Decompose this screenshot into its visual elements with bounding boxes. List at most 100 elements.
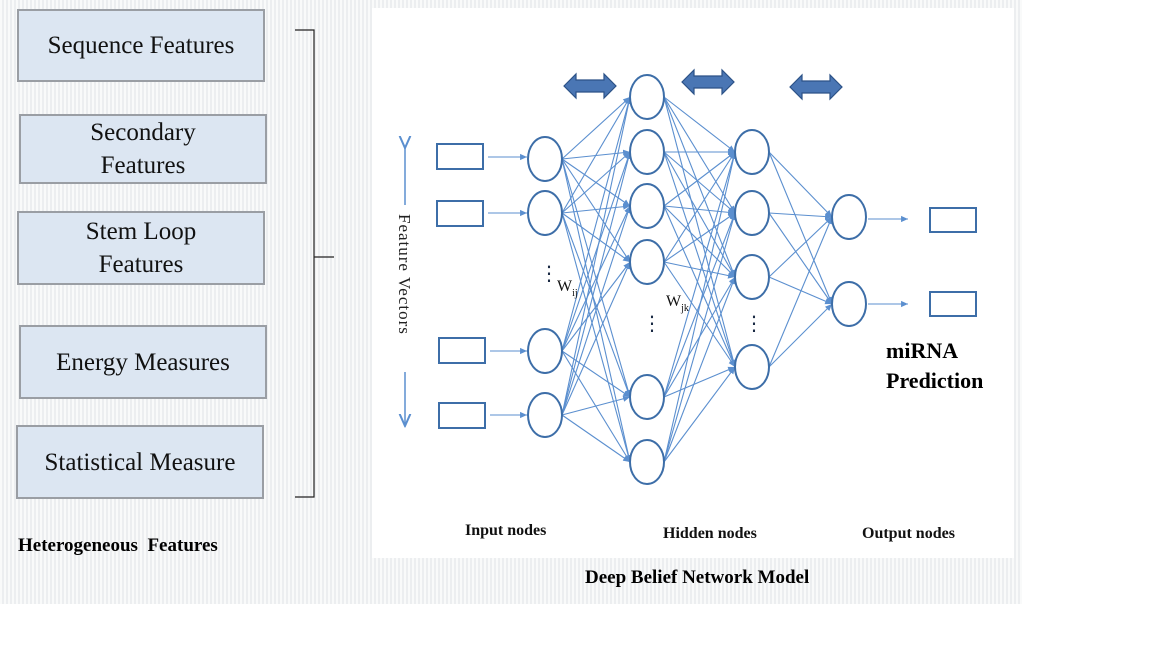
hidden2-node bbox=[734, 129, 770, 175]
hidden1-node bbox=[629, 74, 665, 120]
connection-edge bbox=[561, 261, 631, 416]
connection-edge bbox=[768, 303, 833, 368]
hidden-nodes-caption: Hidden nodes bbox=[663, 525, 757, 542]
connection-edge bbox=[663, 96, 736, 214]
weight-jk-label: Wjk bbox=[666, 293, 689, 314]
connection-edge bbox=[561, 96, 631, 160]
feature-box-sequence: Sequence Features bbox=[17, 9, 265, 82]
connection-edge bbox=[561, 205, 631, 416]
feature-vectors-axis: Feature Vectors bbox=[395, 148, 414, 426]
connection-edge bbox=[561, 151, 632, 416]
input-box bbox=[436, 200, 484, 227]
connection-edge bbox=[768, 216, 833, 368]
hidden1-node bbox=[629, 374, 665, 420]
connection-edge bbox=[561, 158, 631, 263]
network-edges bbox=[561, 96, 833, 463]
connection-edge bbox=[663, 151, 736, 368]
connection-edge bbox=[663, 261, 736, 368]
feature-box-energy: Energy Measures bbox=[19, 325, 267, 399]
input-ellipsis: ⋮ bbox=[539, 261, 559, 285]
hidden1-node bbox=[629, 129, 665, 175]
connection-edge bbox=[561, 414, 631, 463]
weight-ij-label: Wij bbox=[557, 278, 578, 299]
output-box bbox=[929, 207, 977, 233]
connection-edge bbox=[768, 212, 833, 220]
feature-box-secondary: Secondary Features bbox=[19, 114, 267, 184]
hidden2-node bbox=[734, 344, 770, 390]
connection-edge bbox=[561, 96, 632, 416]
connection-edge bbox=[561, 261, 631, 352]
connection-edge bbox=[768, 151, 833, 218]
feature-label: Sequence Features bbox=[47, 32, 235, 59]
network-nodes bbox=[527, 74, 867, 485]
connection-edge bbox=[561, 151, 631, 352]
input-box bbox=[438, 337, 486, 364]
output-nodes-caption: Output nodes bbox=[862, 525, 955, 542]
model-caption: Deep Belief Network Model bbox=[585, 567, 810, 588]
hidden2-node bbox=[734, 254, 770, 300]
feature-box-statistical: Statistical Measure bbox=[16, 425, 264, 499]
output-node bbox=[831, 194, 867, 240]
double-arrow-icon bbox=[789, 73, 843, 101]
connection-edge bbox=[663, 205, 736, 216]
double-arrow-icon bbox=[681, 68, 735, 96]
hidden1-node bbox=[629, 439, 665, 485]
connection-edge bbox=[561, 96, 631, 214]
connection-edge bbox=[663, 96, 736, 278]
grouping-bracket bbox=[295, 29, 334, 498]
hidden2-node bbox=[734, 190, 770, 236]
connection-edge bbox=[663, 151, 736, 263]
output-box bbox=[929, 291, 977, 317]
axis-label: Feature Vectors bbox=[395, 214, 414, 335]
connection-edge bbox=[561, 212, 631, 263]
feature-label: Stem Loop Features bbox=[85, 218, 197, 278]
connection-edge bbox=[561, 203, 631, 214]
connection-edge bbox=[663, 276, 736, 463]
heterogeneous-features-caption: Heterogeneous Features bbox=[18, 535, 218, 556]
connection-edge bbox=[768, 276, 833, 305]
output-arrows bbox=[868, 215, 908, 308]
connection-edge bbox=[663, 151, 737, 398]
prediction-label: miRNA Prediction bbox=[886, 336, 983, 396]
input-node bbox=[527, 190, 563, 236]
connection-edge bbox=[768, 216, 833, 278]
output-vectors bbox=[929, 207, 977, 317]
double-arrows bbox=[563, 68, 843, 101]
connection-edge bbox=[663, 151, 736, 207]
connection-edge bbox=[663, 151, 737, 463]
input-node bbox=[527, 328, 563, 374]
hidden1-ellipsis: ⋮ bbox=[642, 311, 662, 335]
connection-edge bbox=[561, 96, 632, 352]
connection-edge bbox=[663, 96, 737, 368]
input-nodes-caption: Input nodes bbox=[465, 522, 546, 539]
connection-edge bbox=[663, 366, 736, 463]
feature-label: Secondary Features bbox=[90, 119, 196, 179]
hidden1-node bbox=[629, 183, 665, 229]
connection-edge bbox=[561, 350, 631, 398]
connection-edge bbox=[768, 151, 833, 305]
hidden2-ellipsis: ⋮ bbox=[744, 311, 764, 335]
connection-edge bbox=[561, 212, 631, 398]
input-arrows bbox=[488, 153, 527, 419]
prediction-line-1: miRNA bbox=[886, 338, 959, 363]
connection-edge bbox=[663, 96, 736, 153]
input-box bbox=[438, 402, 486, 429]
dbn-diagram: Feature Vectors ⋮ ⋮ ⋮ Wij Wjk In bbox=[395, 68, 977, 542]
feature-label: Energy Measures bbox=[56, 348, 230, 376]
connection-edge bbox=[768, 212, 833, 305]
input-node bbox=[527, 136, 563, 182]
connection-edge bbox=[561, 395, 631, 416]
connection-edge bbox=[663, 366, 736, 398]
connection-edge bbox=[663, 212, 736, 263]
feature-label: Statistical Measure bbox=[44, 448, 236, 476]
feature-box-stem-loop: Stem Loop Features bbox=[17, 211, 265, 285]
prediction-line-2: Prediction bbox=[886, 368, 984, 393]
input-box bbox=[436, 143, 484, 170]
connection-edge bbox=[663, 205, 736, 278]
connection-edge bbox=[561, 205, 631, 352]
network-panel bbox=[372, 8, 1014, 558]
hidden1-node bbox=[629, 239, 665, 285]
output-node bbox=[831, 281, 867, 327]
double-arrow-icon bbox=[563, 72, 617, 100]
input-vectors bbox=[436, 143, 486, 429]
